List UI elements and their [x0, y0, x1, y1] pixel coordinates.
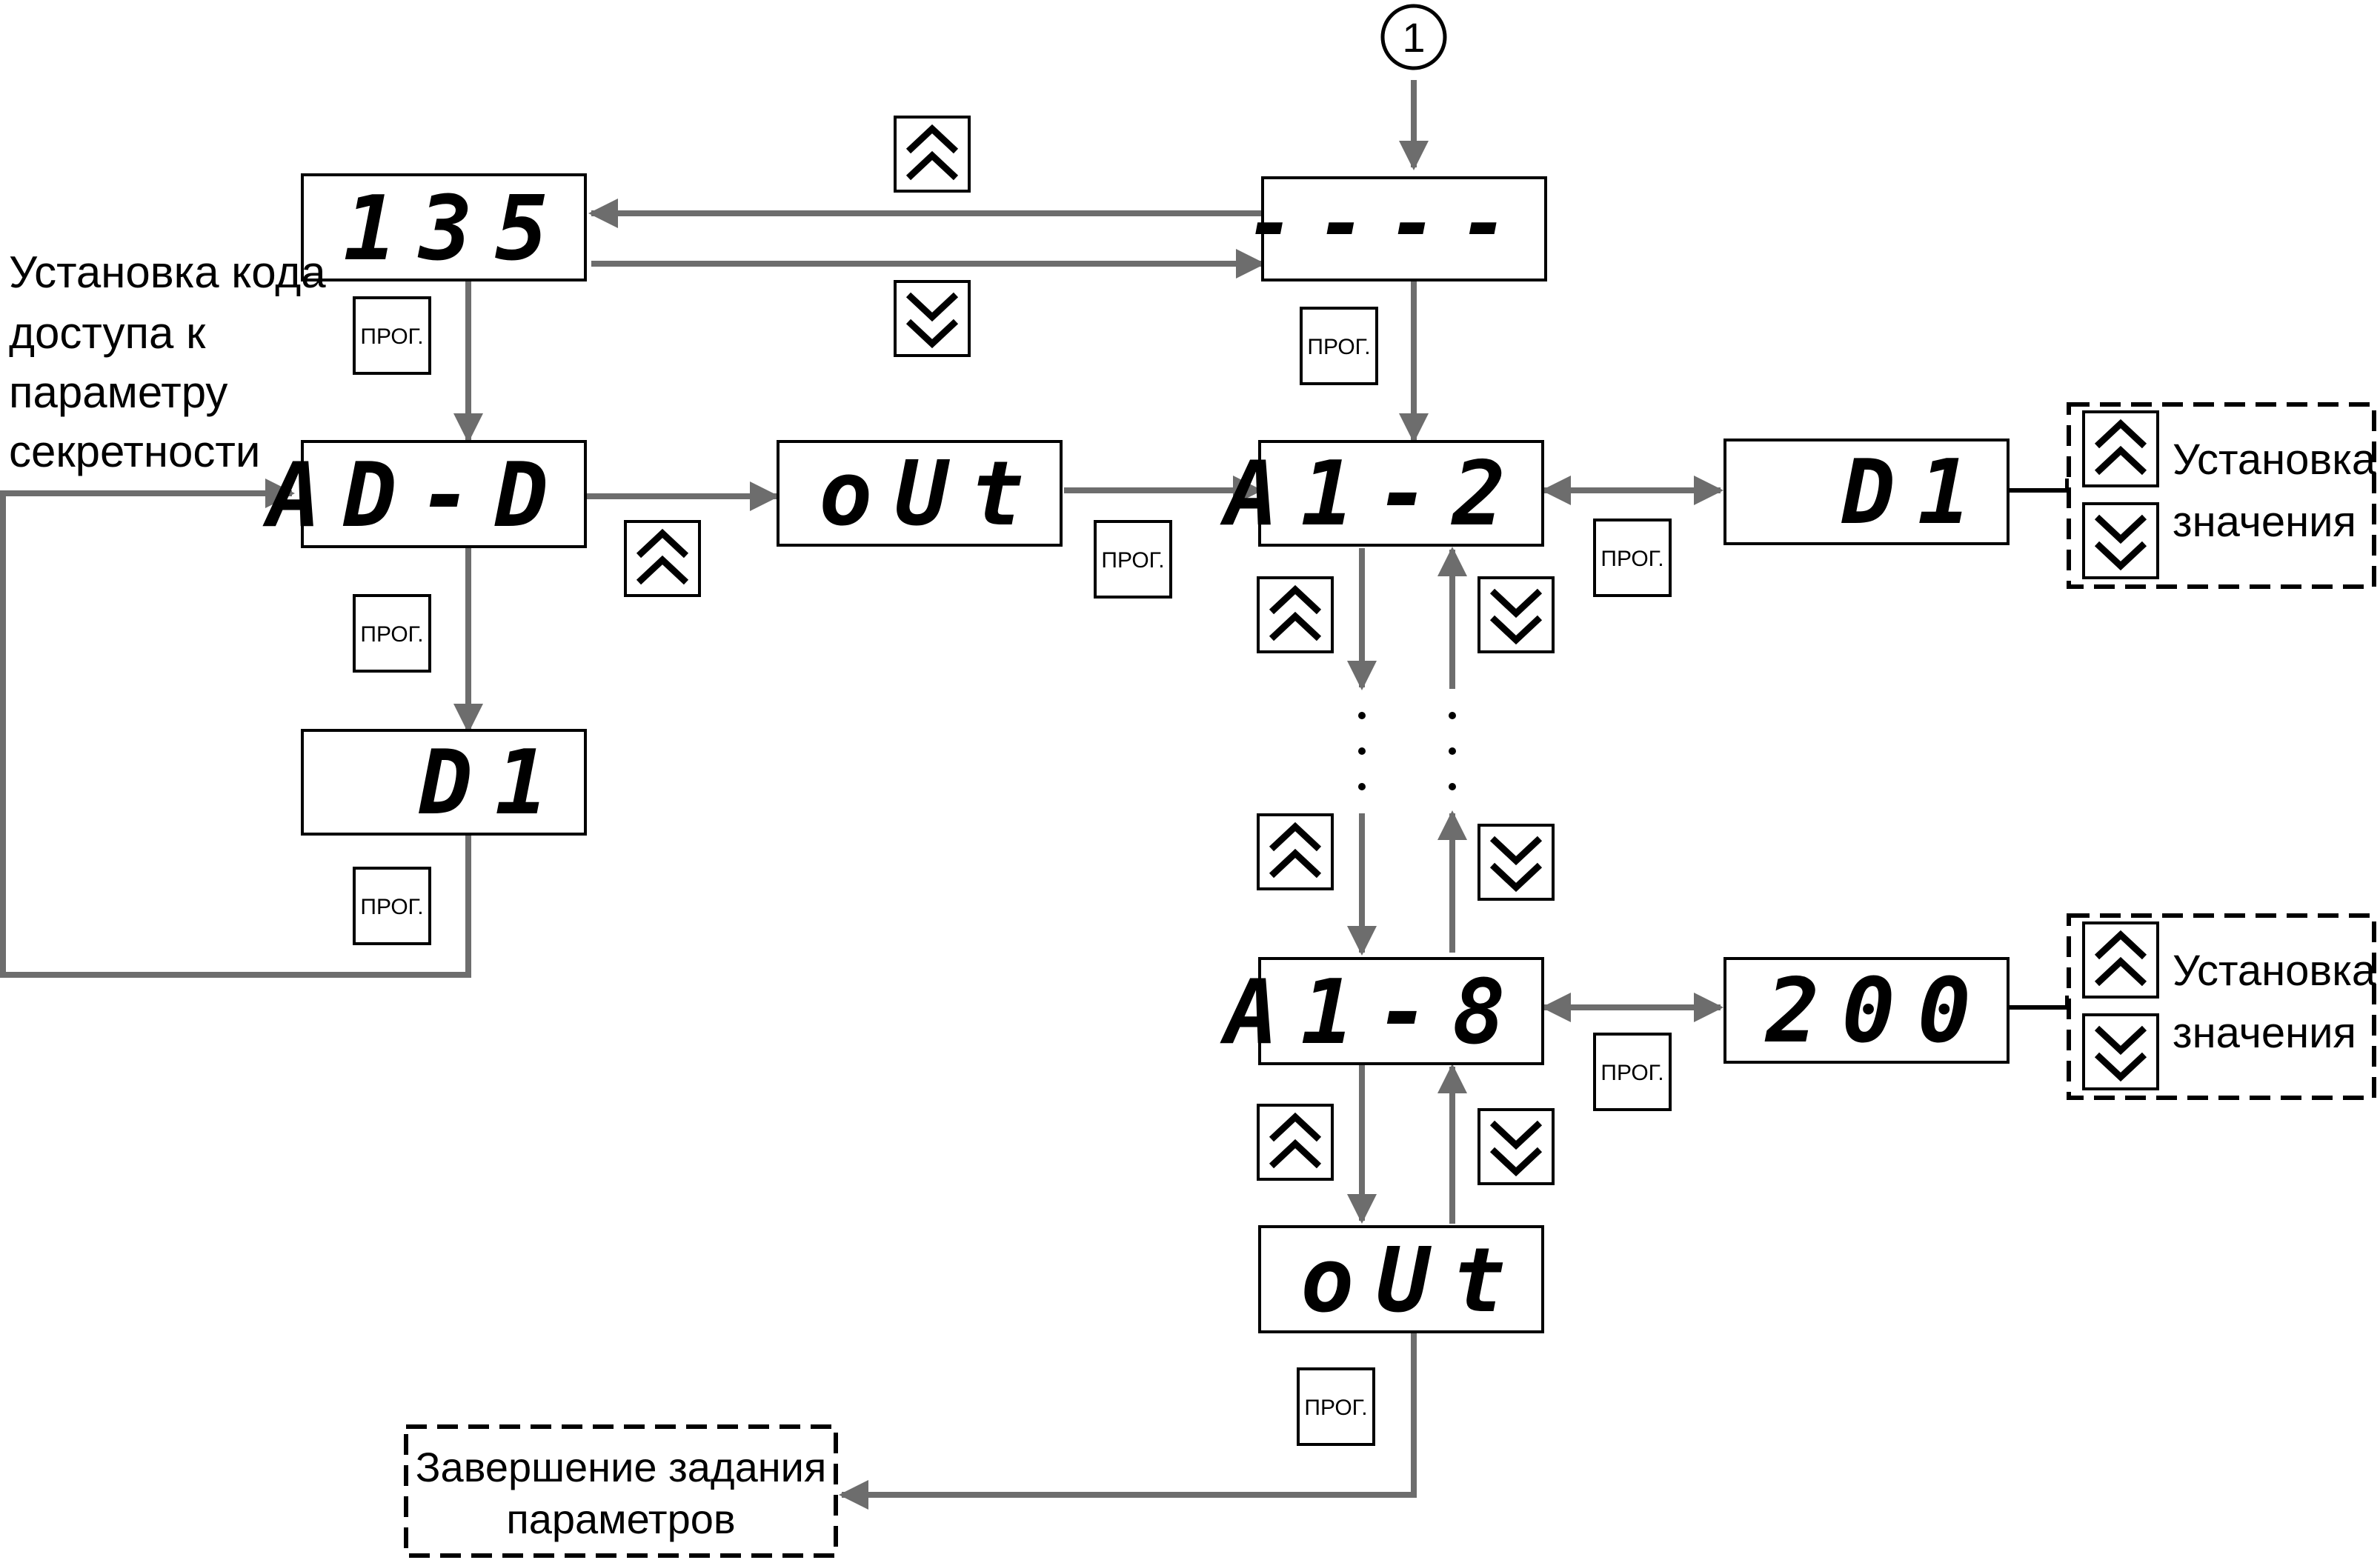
set-value-label-line2: значения [2173, 1009, 2356, 1057]
set-value-group-top: Установка значения [2067, 402, 2376, 589]
prog-button-label: ПРОГ. [1304, 1396, 1367, 1420]
value-connectors [2008, 479, 2070, 1010]
display-a12-text: A1-2 [1220, 443, 1528, 546]
double-chevron-up-icon[interactable] [625, 521, 699, 596]
display-out-bottom-text: oUt [1300, 1230, 1528, 1333]
prog-button-label: ПРОГ. [1600, 1061, 1663, 1085]
prog-button[interactable]: ПРОГ. [353, 594, 431, 673]
prog-button-label: ПРОГ. [1307, 335, 1370, 359]
double-chevron-up-icon[interactable] [2084, 412, 2158, 486]
display-a18-value: 200 [1723, 957, 2010, 1064]
prog-button[interactable]: ПРОГ. [353, 296, 431, 375]
access-label-line: секретности [9, 427, 260, 476]
access-label-line: параметру [9, 367, 227, 417]
double-chevron-down-icon[interactable] [2084, 1015, 2158, 1089]
double-chevron-up-icon[interactable] [1258, 578, 1332, 652]
display-dashes-text: ---- [1246, 176, 1531, 271]
prog-button[interactable]: ПРОГ. [1593, 519, 1672, 597]
set-value-label-line1: Установка [2173, 947, 2376, 995]
access-label-line: Установка кода [9, 247, 326, 297]
set-value-label-line1: Установка [2173, 436, 2376, 484]
prog-button[interactable]: ПРОГ. [1297, 1367, 1375, 1446]
double-chevron-down-icon[interactable] [1479, 1110, 1553, 1184]
display-a18: A1-8 [1220, 957, 1544, 1065]
double-chevron-down-icon[interactable] [1479, 825, 1553, 899]
display-dashes: ---- [1246, 176, 1547, 281]
display-ad0-text: AD-D [262, 444, 571, 547]
display-ad0: AD-D [262, 440, 587, 548]
display-ad0-value: D1 [301, 729, 587, 836]
display-code-text: 135 [343, 178, 571, 281]
prog-button[interactable]: ПРОГ. [353, 867, 431, 945]
access-code-label: Установка кода доступа к параметру секре… [9, 247, 326, 476]
finish-box: Завершение задания параметров [404, 1424, 838, 1558]
prog-button-label: ПРОГ. [360, 324, 423, 349]
double-chevron-down-icon[interactable] [2084, 504, 2158, 578]
display-ad0-value-text: D1 [419, 732, 571, 835]
display-out-top-text: oUt [819, 443, 1046, 546]
double-chevron-up-icon[interactable] [895, 117, 969, 191]
double-chevron-up-icon[interactable] [1258, 815, 1332, 889]
prog-button-label: ПРОГ. [360, 895, 423, 919]
prog-button[interactable]: ПРОГ. [1094, 520, 1172, 599]
start-marker: 1 [1380, 4, 1447, 70]
finish-label-line2: параметров [506, 1496, 735, 1542]
finish-label-line1: Завершение задания [416, 1444, 827, 1490]
double-chevron-down-icon[interactable] [1479, 578, 1553, 652]
display-a12-value: D1 [1723, 439, 2010, 545]
start-marker-label: 1 [1402, 14, 1425, 61]
prog-button-label: ПРОГ. [1101, 548, 1164, 573]
prog-button-label: ПРОГ. [1600, 547, 1663, 571]
display-a18-value-text: 200 [1764, 960, 1993, 1063]
display-a18-text: A1-8 [1220, 961, 1528, 1064]
double-chevron-up-icon[interactable] [1258, 1105, 1332, 1179]
prog-button[interactable]: ПРОГ. [1593, 1033, 1672, 1111]
connectors [0, 80, 1723, 1510]
display-a12: A1-2 [1220, 440, 1544, 547]
access-label-line: доступа к [9, 308, 206, 358]
display-code: 135 [301, 173, 587, 281]
double-chevron-down-icon[interactable] [895, 281, 969, 356]
continuation-dots [1358, 712, 1456, 790]
set-value-label-line2: значения [2173, 498, 2356, 546]
loop-value-to-ad0 [0, 479, 471, 978]
set-value-group-bottom: Установка значения [2067, 913, 2376, 1100]
display-out-bottom: oUt [1258, 1225, 1544, 1333]
prog-button[interactable]: ПРОГ. [1300, 307, 1378, 385]
prog-button-label: ПРОГ. [360, 622, 423, 647]
arrow-out-to-finish [839, 1332, 1417, 1510]
double-chevron-up-icon[interactable] [2084, 923, 2158, 997]
display-out-top: oUt [777, 440, 1063, 547]
display-a12-value-text: D1 [1841, 441, 1994, 544]
